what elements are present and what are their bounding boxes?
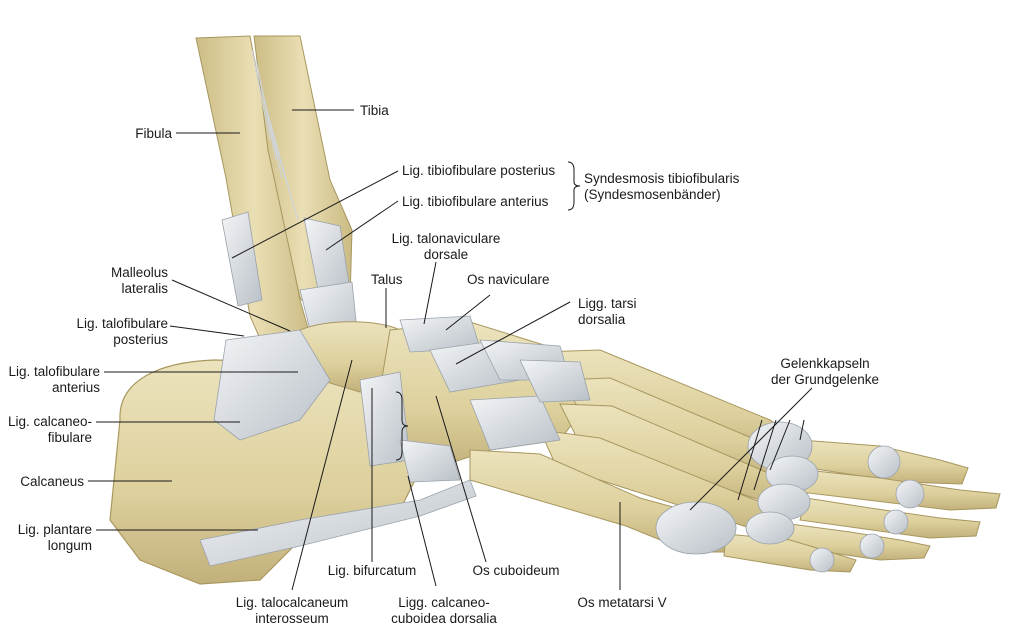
label-lig-talofibulare-anterius-line2: anterius [51,380,100,395]
tarsal-ligaments [213,315,591,483]
label-ligg-tarsi-line1: Ligg. tarsi [578,296,637,311]
label-lig-talocalcaneum-line1: Lig. talocalcaneum [235,595,349,610]
label-lig-talonaviculare-line1: Lig. talonaviculare [391,231,501,246]
label-lig-calcaneofibulare-line2: fibulare [47,430,92,445]
interosseous-membrane [251,49,299,221]
calcaneus-bone [109,359,421,585]
label-fibula: Fibula [135,126,172,141]
label-tibia: Tibia [360,103,389,118]
label-lig-bifurcatum: Lig. bifurcatum [327,563,417,578]
label-gelenkkapseln-line1: Gelenkkapseln [780,356,870,371]
label-calcaneus: Calcaneus [20,474,84,489]
label-ligg-tarsi-line2: dorsalia [578,312,626,327]
label-ligg-calcaneocuboidea-line1: Ligg. calcaneo- [398,595,490,610]
label-syndesmosis-line1: Syndesmosis tibiofibularis [584,171,740,186]
label-lig-talofibulare-posterius-line2: posterius [113,332,168,347]
label-syndesmosis-line2: (Syndesmosenbänder) [584,187,721,202]
label-malleolus-line2: lateralis [121,281,168,296]
syndesmosis-brace [567,161,581,211]
label-os-cuboideum: Os cuboideum [472,563,560,578]
label-lig-plantare-line1: Lig. plantare [17,522,92,537]
plantar-ligament [199,479,477,567]
leader-lines [88,109,813,591]
label-lig-tibiofibulare-posterius: Lig. tibiofibulare posterius [402,163,556,178]
label-gelenkkapseln-line2: der Grundgelenke [770,372,880,387]
label-lig-talofibulare-posterius-line1: Lig. talofibulare [76,316,168,331]
syndesmosis-ligaments [221,211,263,307]
label-talus: Talus [371,272,403,287]
label-lig-talonaviculare-line2: dorsale [423,247,469,262]
label-lig-calcaneofibulare-line1: Lig. calcaneo- [7,414,92,429]
label-os-metatarsi-v: Os metatarsi V [577,595,667,610]
label-malleolus-line1: Malleolus [110,265,168,280]
label-ligg-calcaneocuboidea-line2: cuboidea dorsalia [391,611,497,626]
bifurcatum-bracket [395,391,409,461]
label-lig-talofibulare-anterius-line1: Lig. talofibulare [8,364,100,379]
label-lig-plantare-line2: longum [47,538,92,553]
label-lig-talocalcaneum-line2: interosseum [255,611,329,626]
label-os-naviculare: Os naviculare [467,272,550,287]
label-lig-tibiofibulare-anterius: Lig. tibiofibulare anterius [402,194,549,209]
